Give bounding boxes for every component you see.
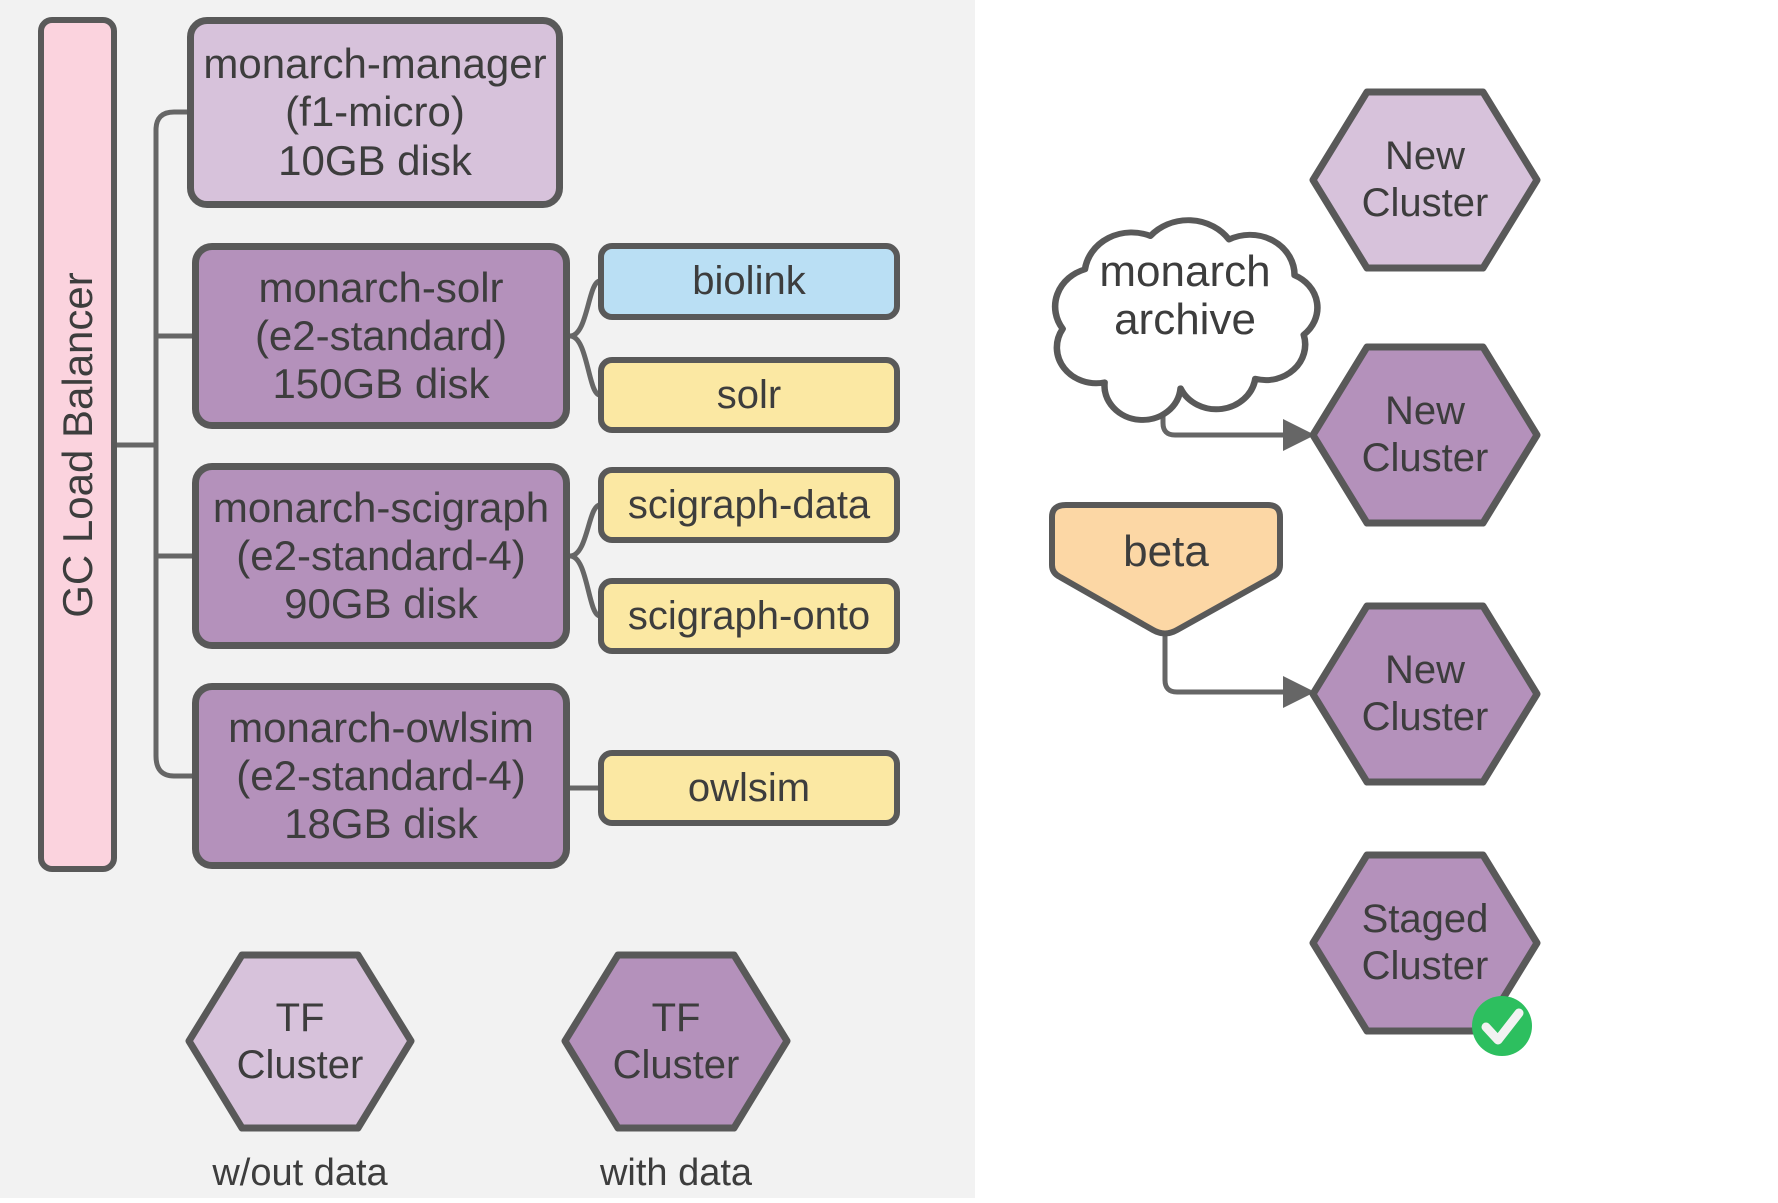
server-disk: 18GB disk: [284, 800, 478, 848]
service-box-biolink[interactable]: biolink: [598, 243, 900, 320]
caption-without-data: w/out data: [212, 1151, 388, 1194]
archive-arrow-line: [1160, 370, 1283, 438]
server-machine: (e2-standard-4): [236, 531, 526, 579]
service-label: owlsim: [687, 765, 811, 810]
new-cluster-hexagon-2[interactable]: [1309, 343, 1541, 527]
service-box-owlsim[interactable]: owlsim: [598, 750, 900, 826]
new-cluster-hexagon-3[interactable]: [1309, 602, 1541, 786]
beta-banner[interactable]: [1049, 502, 1283, 637]
service-box-scigraph-onto[interactable]: scigraph-onto: [598, 578, 900, 654]
solr-fork-connector: [567, 278, 603, 398]
check-badge-circle: [1472, 996, 1532, 1056]
service-label: scigraph-onto: [627, 593, 871, 638]
tf-cluster-hexagon-with-data[interactable]: [561, 951, 791, 1132]
scigraph-fork-connector: [567, 502, 603, 619]
service-box-scigraph-data[interactable]: scigraph-data: [598, 467, 900, 543]
server-name: monarch-manager: [203, 40, 547, 88]
staged-check-badge: [1472, 996, 1532, 1056]
server-name: monarch-solr: [258, 263, 504, 311]
service-label: scigraph-data: [627, 482, 871, 527]
archive-cloud[interactable]: [1051, 217, 1321, 423]
server-box-monarch-scigraph[interactable]: monarch-scigraph (e2-standard-4) 90GB di…: [192, 463, 570, 649]
server-box-monarch-owlsim[interactable]: monarch-owlsim (e2-standard-4) 18GB disk: [192, 683, 570, 869]
new-cluster-hexagon-1[interactable]: [1309, 88, 1541, 272]
server-name: monarch-scigraph: [212, 483, 550, 531]
check-icon: [1481, 1008, 1524, 1045]
server-box-monarch-manager[interactable]: monarch-manager (f1-micro) 10GB disk: [187, 17, 563, 208]
load-balancer-node[interactable]: GC Load Balancer: [38, 17, 117, 872]
server-machine: (e2-standard-4): [236, 751, 526, 799]
beta-arrowhead: [1283, 676, 1315, 708]
service-box-solr[interactable]: solr: [598, 357, 900, 433]
server-disk: 10GB disk: [278, 136, 472, 184]
archive-arrowhead: [1283, 419, 1315, 451]
load-balancer-tree-connector: [114, 109, 197, 779]
server-box-monarch-solr[interactable]: monarch-solr (e2-standard) 150GB disk: [192, 243, 570, 429]
server-disk: 90GB disk: [284, 580, 478, 628]
tf-cluster-hexagon-without-data[interactable]: [185, 951, 415, 1132]
server-machine: (e2-standard): [254, 311, 508, 359]
load-balancer-label: GC Load Balancer: [53, 271, 101, 618]
server-machine: (f1-micro): [285, 88, 465, 136]
beta-arrow-line: [1162, 628, 1283, 695]
service-label: solr: [716, 372, 782, 417]
server-disk: 150GB disk: [272, 360, 490, 408]
server-name: monarch-owlsim: [228, 703, 534, 751]
service-label: biolink: [692, 259, 806, 303]
caption-with-data: with data: [599, 1151, 753, 1194]
